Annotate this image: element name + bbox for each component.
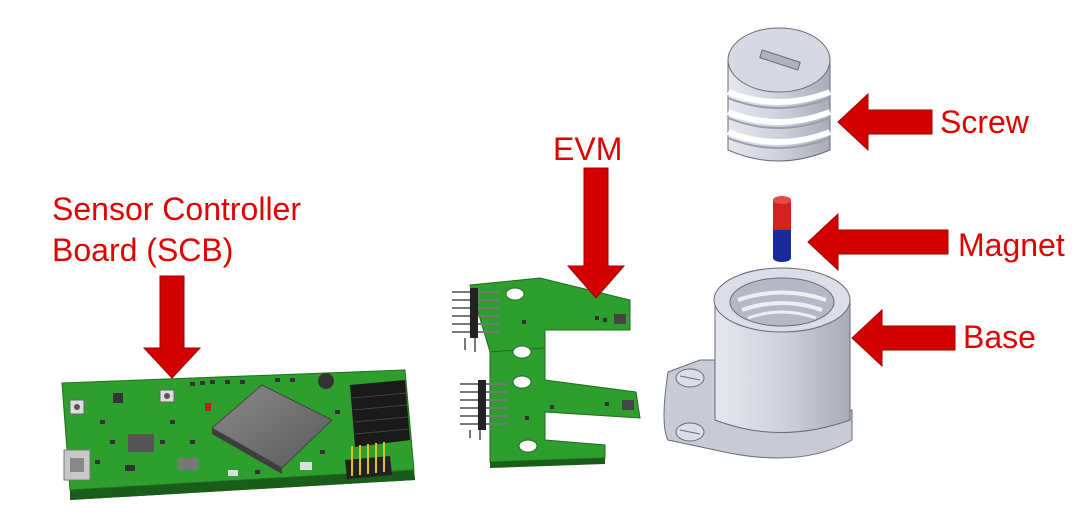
evm-hole xyxy=(518,439,538,453)
scb-pin-header xyxy=(345,442,392,479)
sensor-controller-board xyxy=(61,369,415,500)
scb-components xyxy=(69,373,340,476)
evm-board xyxy=(452,277,641,468)
evm-label: EVM xyxy=(553,131,623,167)
base-label: Base xyxy=(963,319,1036,355)
magnet xyxy=(773,196,791,262)
magnet-label: Magnet xyxy=(958,227,1065,263)
screw-label: Screw xyxy=(940,104,1029,140)
evm-lower-pin-header xyxy=(460,380,508,440)
evm-arrow xyxy=(566,167,626,299)
screw-slot xyxy=(759,49,801,71)
evm-sensor-chip xyxy=(614,314,626,324)
scb-label-line1: Sensor Controller xyxy=(52,191,301,227)
scb-arrow xyxy=(142,275,202,379)
screw xyxy=(726,27,832,162)
base-arrow xyxy=(851,308,956,368)
scb-label-line2: Board (SCB) xyxy=(52,232,234,268)
evm-upper-pin-header xyxy=(452,288,500,352)
evm-hole xyxy=(505,287,525,301)
scb-black-header xyxy=(350,380,410,447)
scb-usb-connector xyxy=(63,449,91,481)
evm-hole xyxy=(512,375,532,389)
magnet-arrow xyxy=(807,212,949,272)
evm-hole xyxy=(512,345,532,359)
scb-main-chip xyxy=(211,384,333,469)
screw-arrow xyxy=(837,92,933,152)
base xyxy=(663,267,853,459)
evm-sensor-chip xyxy=(622,400,634,410)
